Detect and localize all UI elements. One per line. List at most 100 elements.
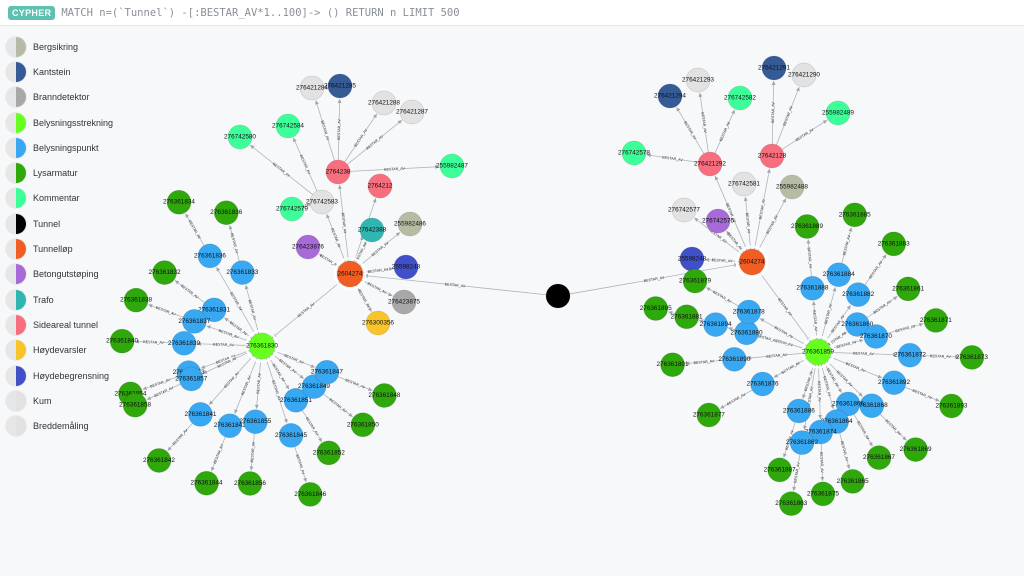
lysarmatur-node[interactable]: 276361850 xyxy=(347,412,379,438)
node-side-child[interactable]: 276421285 xyxy=(324,73,356,99)
lysarmatur-node[interactable]: 276361856 xyxy=(234,471,266,496)
legend-item-trafo[interactable]: Trafo xyxy=(6,287,113,312)
belysningspunkt-node[interactable]: 276361860 xyxy=(841,312,874,337)
legend-item-lysarmatur[interactable]: Lysarmatur xyxy=(6,160,113,185)
graph-canvas[interactable]: BESTAR_AVBESTAR_AVBESTAR_AVBESTAR_AVBEST… xyxy=(0,26,1024,576)
belysningspunkt-node[interactable]: 276361866 xyxy=(832,391,864,417)
legend-item-kantstein[interactable]: Kantstein xyxy=(6,59,113,84)
lysarmatur-node[interactable]: 276361883 xyxy=(878,231,910,257)
lysarmatur-node[interactable]: 276361885 xyxy=(839,202,871,228)
node-side-child[interactable]: 255982489 xyxy=(822,100,854,126)
legend-item-belysningspunkt[interactable]: Belysningspunkt xyxy=(6,135,113,160)
belysningspunkt-node[interactable]: 276361888 xyxy=(796,275,829,301)
lysarmatur-node[interactable]: 276361891 xyxy=(657,352,689,378)
lysarmatur-node[interactable]: 276361893 xyxy=(936,393,968,419)
lysarmatur-node[interactable]: 276361834 xyxy=(163,189,195,215)
belysningspunkt-node[interactable]: 276361839 xyxy=(168,330,200,356)
belysningspunkt-node[interactable]: 276361862 xyxy=(786,430,818,456)
belysningsstrekning-node[interactable]: 276361830 xyxy=(245,329,279,363)
node-sideareal-tunnel[interactable]: 2764238 xyxy=(326,159,351,185)
belysningspunkt-node[interactable]: 276361878 xyxy=(733,299,765,325)
tunnel-node[interactable] xyxy=(545,283,571,309)
lysarmatur-node[interactable]: 276361877 xyxy=(693,402,725,428)
node-side-child[interactable]: 276742584 xyxy=(272,113,304,139)
legend-item-bergsikring[interactable]: Bergsikring xyxy=(6,34,113,59)
query-text[interactable]: MATCH n=(`Tunnel`) -[:BESTAR_AV*1..100]-… xyxy=(61,6,460,19)
lysarmatur-node[interactable]: 276361840 xyxy=(106,328,139,354)
belysningspunkt-node[interactable]: 276361870 xyxy=(860,324,892,349)
belysningspunkt-node[interactable]: 276361855 xyxy=(239,409,272,435)
legend-item-kum[interactable]: Kum xyxy=(6,388,113,413)
belysningspunkt-node[interactable]: 276361876 xyxy=(747,371,779,397)
belysningspunkt-node[interactable]: 276361845 xyxy=(275,422,307,448)
legend-item-breddem-ling[interactable]: Breddemåling xyxy=(6,413,113,438)
legend-item-kommentar[interactable]: Kommentar xyxy=(6,186,113,211)
lysarmatur-node[interactable]: 276361881 xyxy=(671,304,703,330)
belysningspunkt-node[interactable]: 276361894 xyxy=(700,312,732,337)
lysarmatur-node[interactable]: 276361887 xyxy=(764,457,796,483)
node-sideareal-tunnel[interactable]: 276421292 xyxy=(694,151,726,177)
legend-item-h-ydebegrensning[interactable]: Høydebegrensning xyxy=(6,363,113,388)
belysningspunkt-node[interactable]: 276361847 xyxy=(311,359,343,385)
node-side-child[interactable]: 276421290 xyxy=(788,62,820,88)
belysningsstrekning-node[interactable]: 276361859 xyxy=(801,335,835,369)
node-betongutst-ping[interactable]: 276742576 xyxy=(702,208,734,234)
belysningspunkt-node[interactable]: 276361884 xyxy=(823,262,855,288)
query-bar[interactable]: CYPHER MATCH n=(`Tunnel`) -[:BESTAR_AV*1… xyxy=(0,0,1024,26)
legend-item-betongutst-ping[interactable]: Betongutstøping xyxy=(6,262,113,287)
legend-item-belysningsstrekning[interactable]: Belysningsstrekning xyxy=(6,110,113,135)
lysarmatur-node[interactable]: 276361895 xyxy=(640,296,672,321)
belysningspunkt-node[interactable]: 276361890 xyxy=(718,346,751,372)
belysningspunkt-node[interactable]: 276361833 xyxy=(226,260,259,285)
belysningspunkt-node[interactable]: 276361892 xyxy=(878,370,910,396)
node-sideareal-tunnel[interactable]: 2764212 xyxy=(368,173,393,199)
lysarmatur-node[interactable]: 276361842 xyxy=(143,448,175,473)
lysarmatur-node[interactable]: 276361879 xyxy=(679,268,711,294)
node-trafo[interactable]: 27642388 xyxy=(358,217,387,243)
lysarmatur-node[interactable]: 276361889 xyxy=(791,214,823,239)
node-side-child[interactable]: 276421293 xyxy=(682,67,714,93)
node-side-child[interactable]: 276421287 xyxy=(396,99,428,125)
lysarmatur-node[interactable]: 276361871 xyxy=(920,308,952,333)
belysningspunkt-node[interactable]: 276361886 xyxy=(783,398,815,424)
belysningspunkt-node[interactable]: 276361841 xyxy=(184,401,217,427)
lysarmatur-node[interactable]: 276361867 xyxy=(863,445,895,471)
node-branndetektor[interactable]: 276423875 xyxy=(388,289,420,315)
node-side-child[interactable]: 276742579 xyxy=(276,196,308,222)
lysarmatur-node[interactable]: 276361875 xyxy=(807,481,839,507)
node-side-child[interactable]: 276421294 xyxy=(654,83,686,109)
legend-item-tunnell-p[interactable]: Tunnelløp xyxy=(6,236,113,261)
lysarmatur-node[interactable]: 276361844 xyxy=(191,470,223,496)
lysarmatur-node[interactable]: 276361869 xyxy=(900,437,932,462)
node-h-ydebegrensning[interactable]: 25598248 xyxy=(678,246,707,272)
node-h-ydebegrensning[interactable]: 25598248 xyxy=(392,254,421,280)
belysningspunkt-node[interactable]: 276361874 xyxy=(805,419,837,445)
legend-item-tunnel[interactable]: Tunnel xyxy=(6,211,113,236)
node-side-child[interactable]: 276742582 xyxy=(724,85,756,111)
node-side-child[interactable]: 276421288 xyxy=(368,90,400,116)
lysarmatur-node[interactable]: 276361848 xyxy=(368,383,401,408)
node-sideareal-tunnel[interactable]: 27642128 xyxy=(758,143,787,169)
belysningspunkt-node[interactable]: 276361857 xyxy=(175,366,208,392)
lysarmatur-node[interactable]: 276361832 xyxy=(149,260,181,285)
node-kum[interactable]: 276742577 xyxy=(668,197,700,223)
node-side-child[interactable]: 276421284 xyxy=(296,75,328,101)
tunnellop-node[interactable]: 2604274 xyxy=(333,257,367,291)
lysarmatur-node[interactable]: 276361852 xyxy=(313,440,345,466)
lysarmatur-node[interactable]: 276361838 xyxy=(120,287,153,313)
belysningspunkt-node[interactable]: 276361880 xyxy=(731,320,763,346)
node-kum[interactable]: 276742583 xyxy=(306,189,338,215)
node-h-ydevarsler[interactable]: 276300356 xyxy=(362,310,394,336)
node-kum[interactable]: 276742581 xyxy=(728,171,760,197)
belysningspunkt-node[interactable]: 276361872 xyxy=(894,342,926,368)
belysningspunkt-node[interactable]: 276361843 xyxy=(214,413,246,439)
node-betongutst-ping[interactable]: 276423876 xyxy=(292,234,324,260)
lysarmatur-node[interactable]: 276361836 xyxy=(210,200,243,226)
node-side-child[interactable]: 276742578 xyxy=(618,140,650,166)
node-bergsikring[interactable]: 255982488 xyxy=(776,174,808,200)
belysningspunkt-node[interactable]: 276361868 xyxy=(856,393,888,419)
node-side-child[interactable]: 276421291 xyxy=(758,55,790,81)
lysarmatur-node[interactable]: 276361873 xyxy=(956,344,988,370)
lysarmatur-node[interactable]: 276361858 xyxy=(119,392,152,418)
legend-item-sideareal-tunnel[interactable]: Sideareal tunnel xyxy=(6,312,113,337)
